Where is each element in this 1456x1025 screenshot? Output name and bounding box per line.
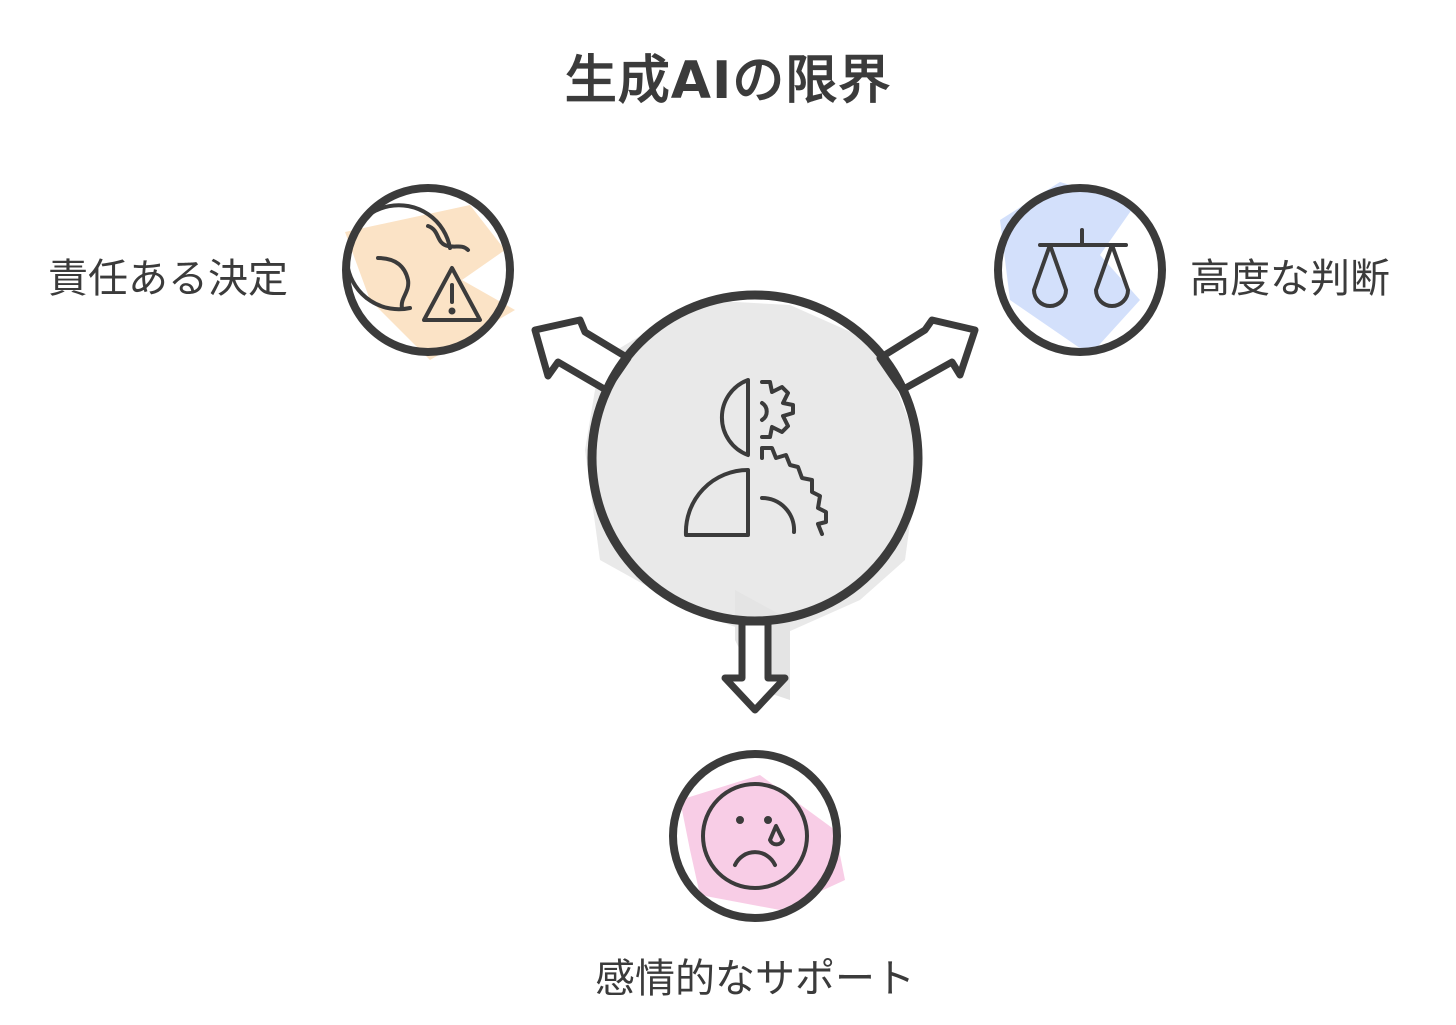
diagram-title: 生成AIの限界 — [564, 51, 892, 111]
label-advanced-judgment: 高度な判断 — [1190, 256, 1390, 302]
node-left — [342, 184, 514, 356]
label-emotional-support: 感情的なサポート — [595, 956, 915, 1002]
balance-scale-icon — [1032, 228, 1130, 308]
sad-face-tear-icon — [701, 782, 809, 890]
arrow-to-right — [876, 316, 979, 394]
label-responsible-decision: 責任ある決定 — [48, 256, 288, 302]
node-bottom — [669, 750, 841, 922]
human-robot-gear-icon — [683, 378, 828, 537]
arrow-to-left — [531, 316, 632, 394]
globe-warning-icon — [344, 203, 482, 322]
highlight-right — [1000, 182, 1140, 355]
node-right — [994, 184, 1166, 356]
arrow-to-bottom — [721, 618, 789, 714]
node-center — [587, 290, 923, 626]
